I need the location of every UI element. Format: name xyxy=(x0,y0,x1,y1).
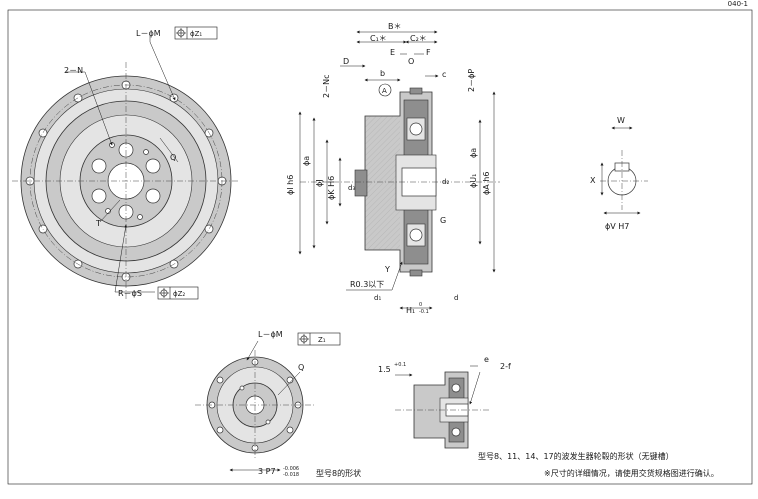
label-r03: R0.3以下 xyxy=(350,280,384,289)
small-label-2f: 2-f xyxy=(500,362,511,371)
small-tapped-holes xyxy=(105,142,149,220)
label-d2: d₂ xyxy=(442,178,449,186)
dim-b-small: b xyxy=(380,69,385,78)
dim-b: B＊ xyxy=(388,22,402,31)
dim-e: E xyxy=(390,48,395,57)
dim-d: D xyxy=(343,57,349,66)
h1-tol-top: 0 xyxy=(419,302,422,308)
datum-a: A xyxy=(382,87,387,95)
label-h1: H₁ xyxy=(406,306,415,315)
label-x: X xyxy=(590,176,596,185)
dim-c: c xyxy=(442,70,446,79)
label-phi-u1: ϕU₁ xyxy=(469,174,478,188)
small-tol-top: -0.006 xyxy=(283,466,299,472)
label-phi-v-h7: ϕV H7 xyxy=(605,222,629,231)
label-phi-a-h6: ϕA h6 xyxy=(482,172,491,195)
label-y: Y xyxy=(384,265,390,274)
label-d3: d₃ xyxy=(348,184,355,192)
small-front-caption: 型号8的形状 xyxy=(316,468,361,478)
small-front-view xyxy=(195,340,315,472)
h1-tol-bot: -0.1 xyxy=(419,309,429,315)
label-phi-k-h6: ϕK H6 xyxy=(327,176,336,200)
label-t: T xyxy=(95,219,101,228)
small-tolerance-box-z1 xyxy=(297,332,341,346)
label-phi-i-h6: ϕI h6 xyxy=(286,175,295,195)
page-number: 040-1 xyxy=(728,0,748,8)
section-view xyxy=(300,87,500,277)
label-phi-z1: ϕZ₁ xyxy=(190,30,202,38)
label-d-right: d xyxy=(454,294,458,302)
dim-c1: C₁＊ xyxy=(370,34,387,43)
label-phi-z2: ϕZ₂ xyxy=(173,290,185,298)
label-phi-a-left: ϕa xyxy=(302,156,311,166)
tolerance-box-z1 xyxy=(174,26,218,40)
small-label-e: e xyxy=(484,355,489,364)
label-2n: 2－N xyxy=(64,66,83,75)
label-g: G xyxy=(440,216,446,225)
front-view xyxy=(12,36,240,300)
small-section-caption: 型号8、11、14、17的波发生器轮毂的形状（无键槽） xyxy=(478,451,674,461)
dim-f: F xyxy=(426,48,431,57)
footnote: ※尺寸的详细情况，请使用交货规格图进行确认。 xyxy=(544,468,719,478)
keyway-view xyxy=(600,126,648,215)
label-d1: d₁ xyxy=(374,294,381,302)
label-2nc: 2－Nc xyxy=(322,75,331,98)
drawing-border xyxy=(7,9,753,485)
small-dim-15: 1.5 xyxy=(378,365,391,374)
label-phi-a-right: ϕa xyxy=(469,148,478,158)
label-l-phi-m: L－ϕM xyxy=(136,29,161,38)
label-w: W xyxy=(617,116,625,125)
small-label-z1: Z₁ xyxy=(318,336,326,344)
datum-a-circle xyxy=(378,83,392,97)
small-label-q: Q xyxy=(298,363,304,372)
label-r-phi-s: R－ϕS xyxy=(118,289,142,298)
small-tol-bot: -0.018 xyxy=(283,472,299,478)
small-dim-15-tol: +0.1 xyxy=(394,362,406,368)
small-label-3p7: 3 P7 xyxy=(258,467,276,476)
label-2phip: 2－ϕP xyxy=(467,69,476,92)
label-phi-j: ϕJ xyxy=(315,179,324,187)
dim-c2: C₂＊ xyxy=(410,34,427,43)
small-section-view xyxy=(395,365,490,449)
small-label-l-phi-m: L－ϕM xyxy=(258,330,283,339)
outer-bolt-holes xyxy=(25,80,227,282)
label-q: Q xyxy=(170,153,176,162)
tolerance-box-z2 xyxy=(157,286,199,300)
dim-o: O xyxy=(408,57,414,66)
